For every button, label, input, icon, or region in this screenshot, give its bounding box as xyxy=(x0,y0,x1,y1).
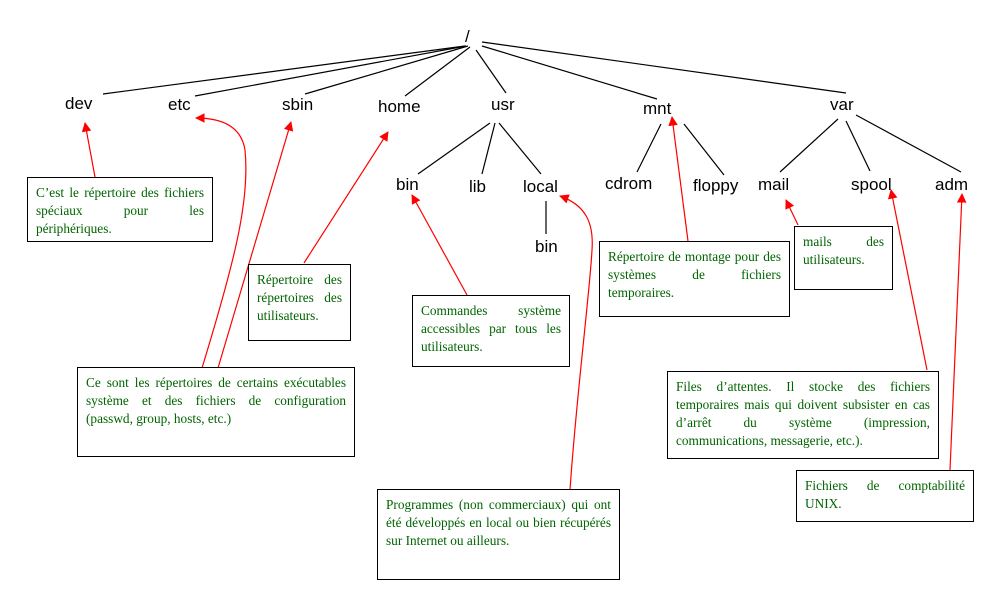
node-local-bin: bin xyxy=(535,237,558,256)
node-var: var xyxy=(830,95,854,114)
node-usr-lib: lib xyxy=(469,177,487,196)
node-dev: dev xyxy=(65,94,93,113)
edge-usr-local xyxy=(498,122,542,175)
note-mail: mails des utilisateurs. xyxy=(794,226,893,290)
edge-root-sbin xyxy=(304,45,469,95)
note-home: Répertoire des répertoires des utilisate… xyxy=(248,264,351,341)
note-mnt: Répertoire de montage pour des systèmes … xyxy=(599,241,790,317)
edge-mnt-floppy xyxy=(683,123,725,176)
node-home: home xyxy=(378,97,421,116)
note-usr-bin: Commandes système accessibles par tous l… xyxy=(412,295,570,367)
edge-root-var xyxy=(481,41,847,94)
arrow-home xyxy=(303,131,389,264)
node-floppy: floppy xyxy=(693,176,739,195)
edge-usr-bin xyxy=(417,122,491,175)
node-mail: mail xyxy=(758,175,790,194)
edge-var-adm xyxy=(855,114,962,173)
edge-root-mnt xyxy=(481,45,658,100)
node-mnt: mnt xyxy=(643,99,672,118)
arrow-dev xyxy=(81,122,96,178)
node-adm: adm xyxy=(935,175,969,194)
arrow-usr-bin xyxy=(411,194,468,296)
note-usr-local: Programmes (non commerciaux) qui ont été… xyxy=(377,489,620,580)
note-spool: Files d’attentes. Il stocke des fichiers… xyxy=(667,371,939,459)
tree-edges xyxy=(102,41,962,234)
note-etc-sbin: Ce sont les répertoires de certains exéc… xyxy=(77,367,355,457)
node-root: / xyxy=(465,27,470,46)
note-dev: C’est le répertoire des fichiers spéciau… xyxy=(27,177,213,242)
note-adm: Fichiers de comptabilité UNIX. xyxy=(796,470,974,522)
edge-root-usr xyxy=(475,49,507,94)
arrow-adm xyxy=(949,193,967,471)
arrow-mnt xyxy=(668,116,689,242)
node-usr: usr xyxy=(491,95,515,114)
edge-root-dev xyxy=(102,45,466,95)
arrow-sbin xyxy=(217,121,294,369)
node-spool: spool xyxy=(851,175,892,194)
edge-var-spool xyxy=(845,120,871,172)
edge-usr-lib xyxy=(481,122,496,175)
node-usr-local: local xyxy=(523,177,558,196)
edge-root-home xyxy=(404,46,471,97)
edge-var-mail xyxy=(779,118,839,173)
edge-mnt-cdrom xyxy=(636,123,662,173)
arrow-spool xyxy=(887,189,928,371)
node-usr-bin: bin xyxy=(396,175,419,194)
arrow-usr-local xyxy=(559,194,593,491)
node-cdrom: cdrom xyxy=(605,174,653,193)
node-sbin: sbin xyxy=(282,95,314,114)
node-etc: etc xyxy=(168,95,191,114)
edge-root-etc xyxy=(194,45,467,97)
arrow-mail xyxy=(785,199,799,226)
annotation-arrows xyxy=(81,113,967,491)
arrow-etc xyxy=(195,113,247,369)
